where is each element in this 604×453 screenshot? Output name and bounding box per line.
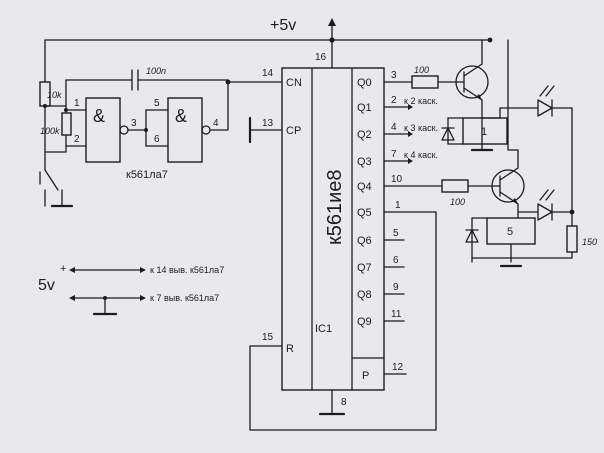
resistor-100k [61,112,72,136]
pin-2-label: 2 [391,95,397,106]
pin-9-label: 9 [393,282,399,293]
relay-1 [462,117,508,145]
resistor-150 [566,225,578,253]
cascade-note-q3: к 4 каск. [404,150,438,160]
legend-line2: к 7 выв. к561ла7 [150,293,219,303]
gate1-symbol: & [93,106,105,126]
pin-13-label: 13 [262,118,274,129]
pin-16-label: 16 [315,52,327,63]
pin-cp-label: CP [286,125,301,137]
pin-8-label: 8 [341,397,347,408]
pin-q5-label: Q5 [357,207,372,219]
pin-7-label: 7 [391,149,397,160]
pin-4-label: 4 [391,122,397,133]
gate1-inverter-bubble [119,125,129,135]
supply-label: +5v [270,17,296,34]
gate2-inverter-bubble [201,125,211,135]
power-legend: 5v + к 14 выв. к561ла7 к 7 выв. к561ла7 [38,263,224,316]
pin-5-label: 5 [393,228,399,239]
transistor-2 [491,169,525,203]
ic1-body [281,67,385,391]
pin-q6-label: Q6 [357,235,372,247]
legend-voltage: 5v [38,277,55,294]
r-q4-label: 100 [450,197,465,207]
pin-q9-label: Q9 [357,316,372,328]
legend-line1: к 14 выв. к561ла7 [150,265,224,275]
pin-q2-label: Q2 [357,129,372,141]
ic1-counter: к561ие8 IC1 CN CP R 14 13 15 Q0 Q1 Q2 Q3… [262,67,443,416]
r-bottom-label: 100k [40,126,60,136]
gate1-pin2-label: 2 [74,134,80,145]
legend-plus: + [60,263,66,275]
pin-p-label: P [362,370,369,382]
cascade-note-q1: к 2 каск. [404,96,438,106]
r-load-label: 150 [582,237,597,247]
gate2-pin6-label: 6 [154,134,160,145]
pin-15-label: 15 [262,332,274,343]
pin-q8-label: Q8 [357,289,372,301]
pin-q3-label: Q3 [357,156,372,168]
cascade-note-q2: к 3 каск. [404,123,438,133]
cap-label: 100n [146,66,166,76]
reset-feedback-wire [249,211,437,431]
pin-6-label: 6 [393,255,399,266]
resistor-100-q0 [411,75,439,89]
resistor-100-q4 [441,179,469,193]
gate1-pin3-label: 3 [131,118,137,129]
pin-12-label: 12 [392,362,404,373]
gate2-symbol: & [175,106,187,126]
cp-ground [248,116,283,144]
gate2-pin4-label: 4 [213,118,219,129]
pin-cn-label: CN [286,77,302,89]
pin-1-label: 1 [395,200,401,211]
pin-q4-label: Q4 [357,181,372,193]
pin-10-label: 10 [391,174,403,185]
relay1-label: 1 [481,126,487,138]
r-top-label: 10k [47,90,62,100]
pin-q1-label: Q1 [357,102,372,114]
gate1-pin1-label: 1 [74,98,80,109]
pin-q7-label: Q7 [357,262,372,274]
pin-q0-label: Q0 [357,77,372,89]
output-stage-q4: 100 5 150 [441,39,597,268]
transistor-1 [455,65,489,99]
gate-part-label: к561ла7 [126,169,168,181]
gate2-pin5-label: 5 [154,98,160,109]
pin-14-label: 14 [262,68,274,79]
pin-3-label: 3 [391,70,397,81]
relay2-label: 5 [507,226,513,238]
input-network: 10k 100k 1 2 & 3 5 6 [39,39,283,208]
ic1-designator: IC1 [315,323,332,335]
output-stage-q0: 100 1 [411,37,573,213]
ic1-part-number: к561ие8 [324,169,346,245]
r-q0-label: 100 [414,65,429,75]
pin-r-label: R [286,343,294,355]
pin-11-label: 11 [391,309,402,320]
supply-rail: +5v 16 [44,17,491,69]
